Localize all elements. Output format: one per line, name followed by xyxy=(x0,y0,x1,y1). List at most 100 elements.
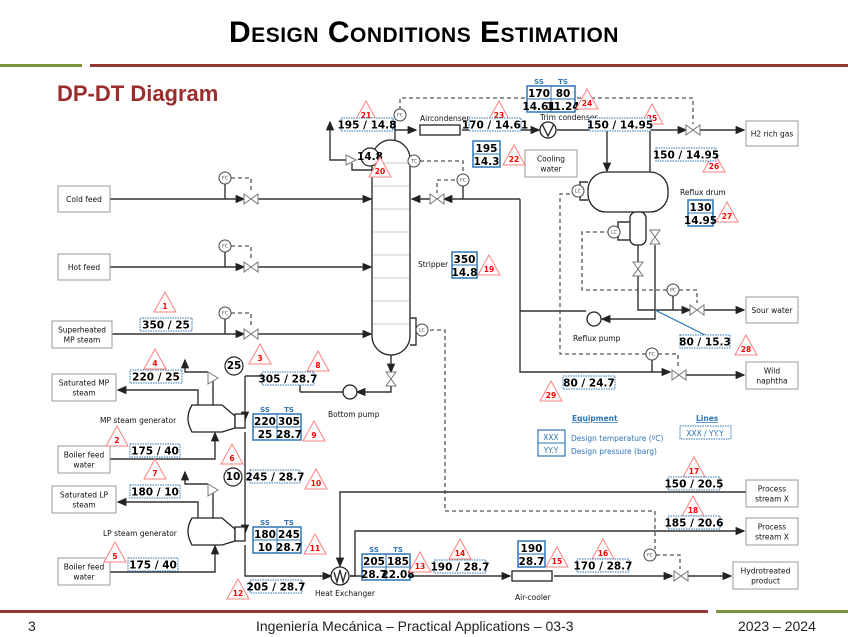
tag-number: 28 xyxy=(741,345,751,354)
terminal-label: Superheated xyxy=(58,326,106,335)
terminal-label: Cold feed xyxy=(66,195,102,204)
line-condition-box xyxy=(667,515,721,530)
tag-triangle-6: 6 xyxy=(220,442,244,465)
tag-triangle-3: 3 xyxy=(248,342,272,365)
terminal-label: water xyxy=(73,573,95,582)
warning-triangle-icon xyxy=(502,143,526,166)
terminal-hot-feed: Hot feed xyxy=(57,253,111,281)
warning-triangle-icon xyxy=(545,545,569,568)
terminal-label: Saturated LP xyxy=(60,491,109,500)
terminal-label: Process xyxy=(758,523,787,532)
design-pressure: 14.95 xyxy=(684,215,717,227)
warning-triangle-icon xyxy=(702,150,726,173)
terminal-label: Sour water xyxy=(752,306,794,315)
instrument-fc: FC xyxy=(393,108,407,122)
design-temperature: 130 xyxy=(690,202,712,214)
terminal-box xyxy=(51,320,113,349)
line-condition-25: 150 / 14.95 xyxy=(587,117,653,132)
tag-number: 7 xyxy=(152,469,157,478)
instrument-label: PC xyxy=(670,288,676,294)
warning-triangle-icon xyxy=(153,290,177,313)
tube-side-temperature: 80 xyxy=(556,88,571,100)
line-condition-28: 80 / 15.3 xyxy=(679,334,731,349)
line-condition-23: 170 / 14.61 xyxy=(462,117,528,132)
warning-triangle-icon xyxy=(302,419,326,442)
tag-triangle-16: 16 xyxy=(591,537,615,560)
instrument-fc: FC xyxy=(456,173,470,187)
design-pressure: 28.7 xyxy=(519,556,545,568)
terminal-label: H2 rich gas xyxy=(751,130,794,139)
line-condition-value: 350 / 25 xyxy=(142,320,190,332)
tag-number: 5 xyxy=(112,552,117,561)
tag-triangle-29: 29 xyxy=(539,379,563,402)
tag-triangle-1: 1 xyxy=(153,290,177,313)
tc-instrument-icon xyxy=(407,154,421,168)
line-condition-box xyxy=(576,558,630,573)
tag-number: 6 xyxy=(229,454,234,463)
line-condition-26: 150 / 14.95 xyxy=(653,147,719,162)
psv-setpoint-6: 10 xyxy=(223,467,243,487)
line-condition-value: 150 / 14.95 xyxy=(653,150,719,162)
legend-lines-sample: XXX / YY.Y xyxy=(686,429,724,438)
tag-number: 20 xyxy=(375,167,385,176)
line-condition-value: 175 / 40 xyxy=(129,560,177,572)
warning-triangle-icon xyxy=(220,442,244,465)
tag-triangle-15: 15 xyxy=(545,545,569,568)
tag-triangle-14: 14 xyxy=(448,537,472,560)
psv-setpoint-20: 14.8 xyxy=(357,147,383,167)
air-condenser xyxy=(419,124,461,136)
warning-triangle-icon xyxy=(715,200,739,223)
tag-number: 18 xyxy=(688,506,698,515)
line-condition-16: 170 / 28.7 xyxy=(574,558,633,573)
shell-side-header: SS xyxy=(260,406,270,414)
line-condition-value: 195 / 14.8 xyxy=(338,120,397,132)
tag-number: 12 xyxy=(233,589,243,598)
instrument-fc: FC xyxy=(218,171,232,185)
warning-triangle-icon xyxy=(368,155,392,178)
tag-triangle-9: 9 xyxy=(302,419,326,442)
warning-triangle-icon xyxy=(304,467,328,490)
line-condition-29: 80 / 24.7 xyxy=(562,375,616,390)
instrument-label: LC xyxy=(419,328,425,334)
fc-instrument-icon xyxy=(643,548,657,562)
label-stripper: Stripper xyxy=(418,260,449,269)
tube-side-header: TS xyxy=(558,78,568,86)
line-condition-17: 150 / 20.5 xyxy=(665,476,723,491)
instrument-fc: FC xyxy=(645,347,659,361)
terminal-label: Wild xyxy=(764,367,780,376)
line-condition-value: 180 / 10 xyxy=(131,487,179,499)
trim-condenser xyxy=(539,121,557,139)
tag-number: 8 xyxy=(315,361,320,370)
bottom-pump xyxy=(342,384,358,400)
terminal-box xyxy=(745,120,799,147)
line-condition-21: 195 / 14.8 xyxy=(338,117,397,132)
terminal-label: stream X xyxy=(755,533,789,542)
instrument-lc: LC xyxy=(571,184,585,198)
shell-side-pressure: 14.61 xyxy=(522,101,555,113)
design-temperature: 190 xyxy=(521,543,543,555)
shell-side-header: SS xyxy=(369,546,379,554)
tube-side-header: TS xyxy=(284,406,294,414)
line-condition-box xyxy=(129,484,181,499)
label-bottom-pump: Bottom pump xyxy=(328,410,380,419)
line-condition-box xyxy=(468,117,522,132)
tag-triangle-24: 24 xyxy=(575,87,599,110)
design-temperature: 195 xyxy=(476,143,498,155)
terminal-box xyxy=(51,485,117,514)
terminal-box xyxy=(57,557,111,586)
slide-title: Design Conditions Estimation xyxy=(229,16,619,49)
line-condition-value: 170 / 28.7 xyxy=(574,561,633,573)
line-condition-box xyxy=(261,371,315,386)
terminal-box xyxy=(57,185,111,213)
line-condition-box xyxy=(249,469,301,484)
terminal-label: water xyxy=(73,461,95,470)
tag-triangle-7: 7 xyxy=(143,457,167,480)
line-condition-box xyxy=(679,334,731,349)
instrument-label: FC xyxy=(222,311,228,317)
lc-instrument-icon xyxy=(607,225,621,239)
